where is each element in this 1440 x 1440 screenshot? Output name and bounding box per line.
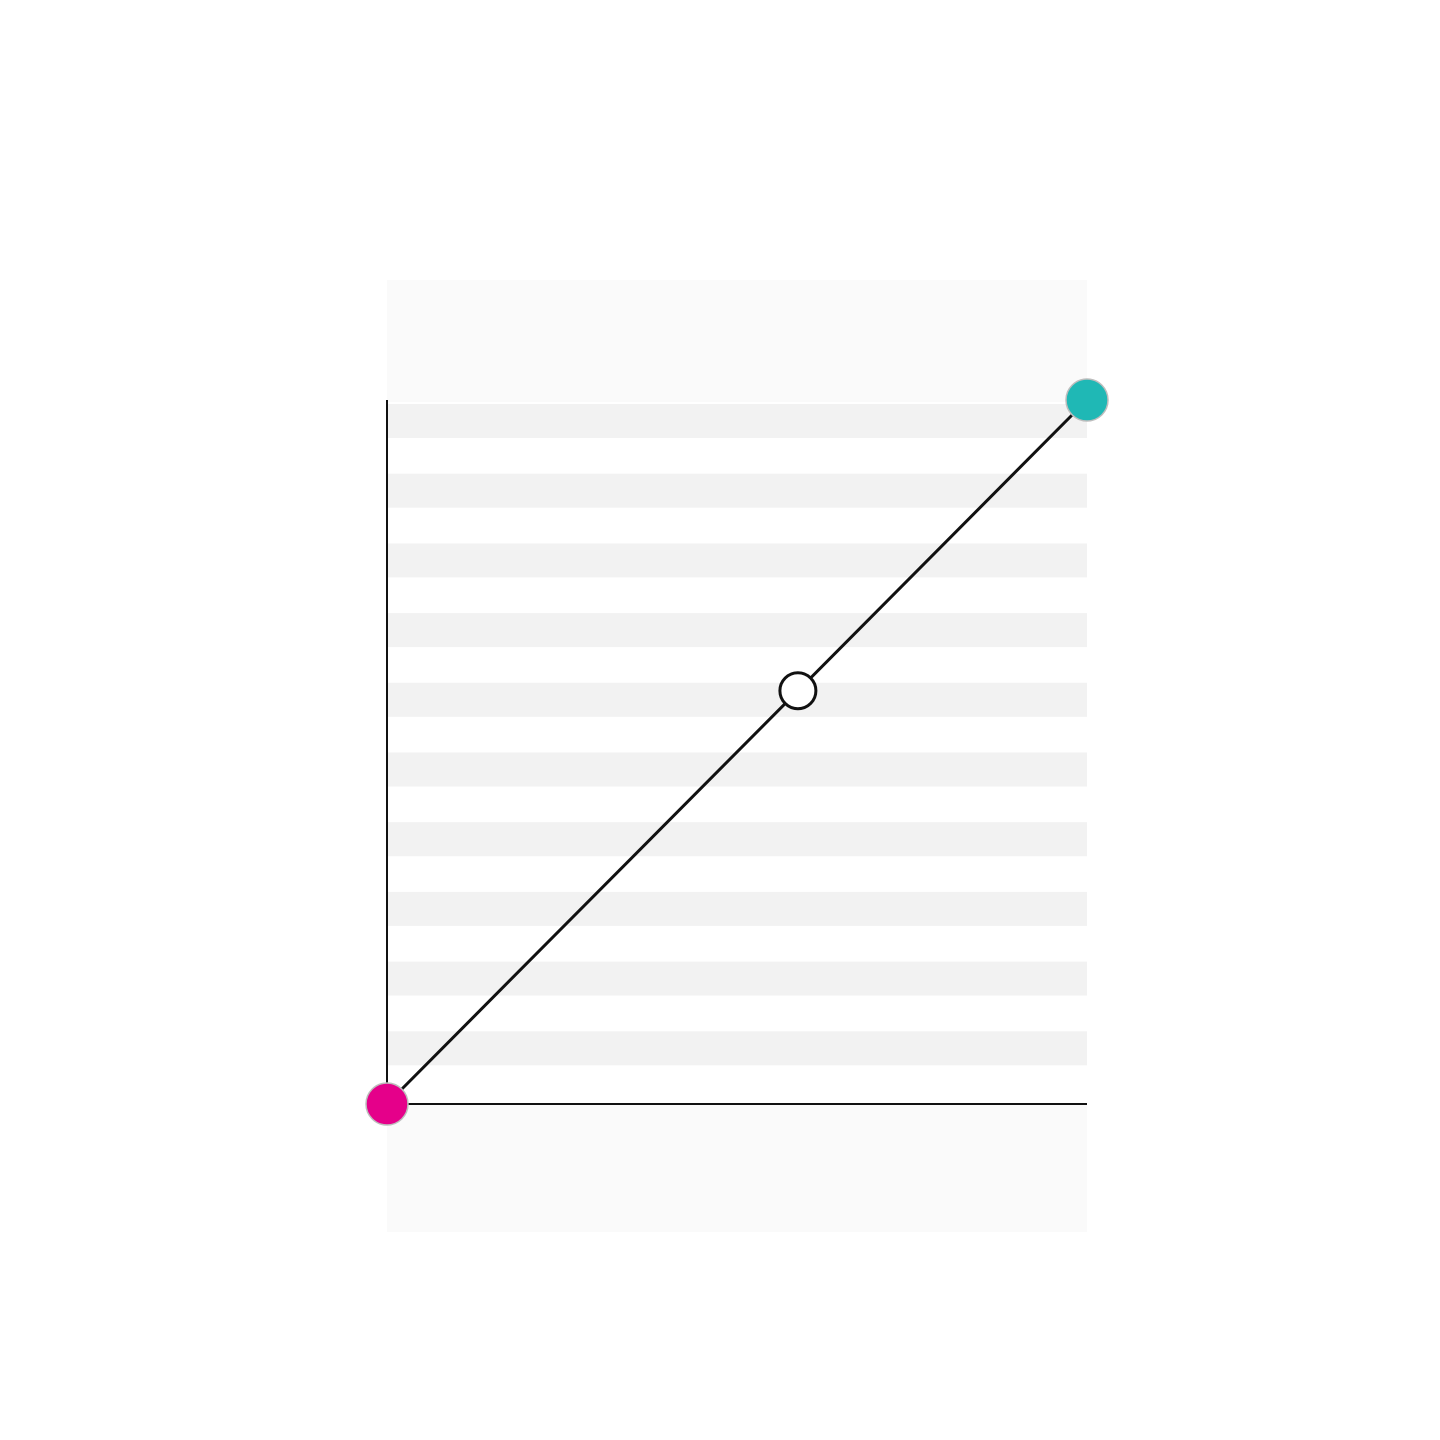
graph-stripe: [388, 822, 1087, 857]
start-point-handle[interactable]: [365, 1082, 409, 1126]
graph-stripe: [388, 1031, 1087, 1066]
graph-stripe: [388, 682, 1087, 717]
graph-stripe: [388, 613, 1087, 648]
graph-stripe: [388, 543, 1087, 578]
graph-stripe: [388, 891, 1087, 926]
graph-stripe: [388, 961, 1087, 996]
graph-stripe: [388, 473, 1087, 508]
curve-line[interactable]: [385, 398, 1089, 1106]
midpoint-handle[interactable]: [778, 671, 818, 711]
graph-stripes: [388, 404, 1087, 1066]
graph-stripe: [388, 752, 1087, 787]
graph-stripe: [388, 404, 1087, 438]
end-point-handle[interactable]: [1065, 378, 1109, 422]
